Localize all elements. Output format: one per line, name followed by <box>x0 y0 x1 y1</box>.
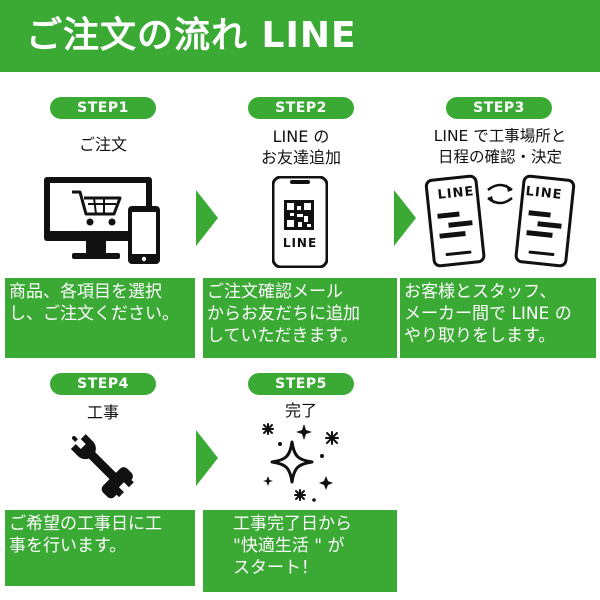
next-arrow-icon <box>196 430 218 486</box>
computer-and-phone-shopping-cart-icon <box>42 174 164 268</box>
step4-description: ご希望の工事日に工 事を行います。 <box>5 510 195 586</box>
phone-qr-code-line-icon: LINE <box>271 175 329 269</box>
step4-badge: STEP4 <box>50 373 156 395</box>
step2-description: ご注文確認メール からお友だちに追加 していただきます。 <box>203 278 397 358</box>
step1-title: ご注文 <box>78 135 127 154</box>
sparkles-icon <box>256 420 348 504</box>
step3-title: LINE で工事場所と 日程の確認・決定 <box>433 127 567 166</box>
step5-badge: STEP5 <box>248 373 354 395</box>
step1-badge: STEP1 <box>50 97 156 119</box>
step5-description: 工事完了日から "快適生活 " が スタート！ <box>203 510 397 592</box>
qr-line-label: LINE <box>282 236 318 250</box>
step2-title: LINE の お友達追加 <box>260 127 341 167</box>
next-arrow-icon <box>196 190 218 246</box>
step1-description: 商品、各項目を選択 し、ご注文ください。 <box>5 278 195 358</box>
step2-badge: STEP2 <box>248 97 354 119</box>
step3-badge: STEP3 <box>446 97 552 119</box>
step5-title: 完了 <box>284 401 317 420</box>
header-banner: ご注文の流れ LINE <box>0 0 600 72</box>
step3-description: お客様とスタッフ、 メーカー間で LINE の やり取りをします。 <box>400 278 596 358</box>
next-arrow-icon <box>394 190 416 246</box>
two-phones-line-chat-icon: LINE LINE <box>420 170 580 270</box>
page-title: ご注文の流れ LINE <box>26 15 357 56</box>
step4-title: 工事 <box>86 403 119 422</box>
wrench-screwdriver-icon <box>66 430 138 502</box>
